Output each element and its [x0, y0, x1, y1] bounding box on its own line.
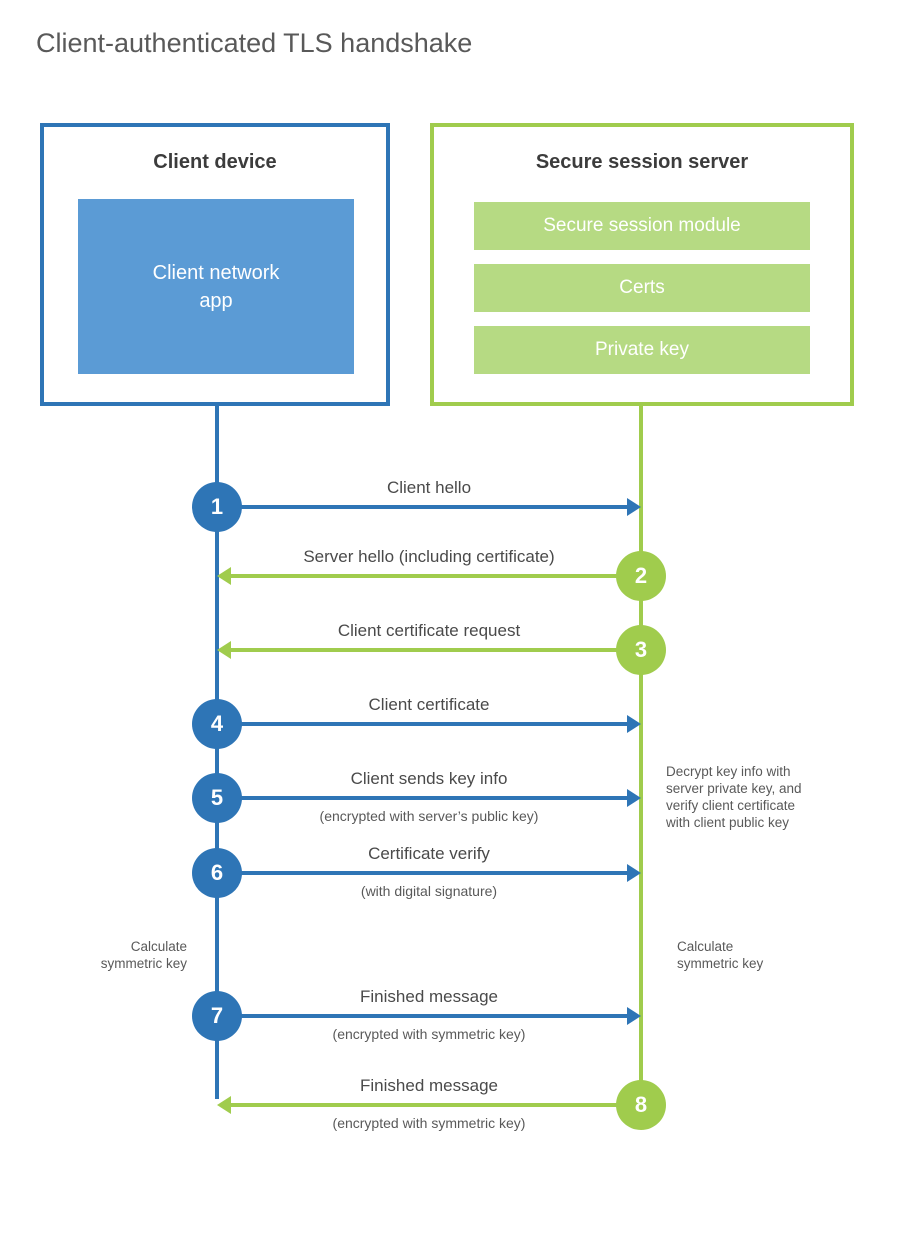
step-6-sublabel: (with digital signature): [360, 883, 498, 899]
step-2-arrow-line: [230, 574, 641, 578]
step-8-label: Finished message: [360, 1076, 498, 1095]
step-6-arrow-line: [217, 871, 629, 875]
step-3-number-badge: 3: [616, 625, 666, 675]
client-network-app-box: Client network app: [78, 199, 354, 374]
step-1-label: Client hello: [386, 478, 472, 497]
step-4-number-badge: 4: [192, 699, 242, 749]
step-8-arrowhead-icon: [217, 1096, 231, 1114]
step-7-sublabel: (encrypted with symmetric key): [332, 1026, 526, 1042]
step-2-label: Server hello (including certificate): [303, 547, 555, 566]
step-1-arrowhead-icon: [627, 498, 641, 516]
step-5-sublabel: (encrypted with server’s public key): [319, 808, 539, 824]
step-5-arrowhead-icon: [627, 789, 641, 807]
client-lifeline: [215, 405, 219, 1099]
step-4-arrow-line: [217, 722, 629, 726]
step-2-number-badge: 2: [616, 551, 666, 601]
step-6-arrowhead-icon: [627, 864, 641, 882]
step-8-arrow-line: [230, 1103, 641, 1107]
page-title: Client-authenticated TLS handshake: [36, 28, 473, 58]
server-lifeline: [639, 405, 643, 1106]
step-5-label: Client sends key info: [350, 769, 508, 788]
step-7-arrow-line: [217, 1014, 629, 1018]
step-6-number-badge: 6: [192, 848, 242, 898]
step-5-number-badge: 5: [192, 773, 242, 823]
step-6-label: Certificate verify: [368, 844, 490, 863]
step-3-arrowhead-icon: [217, 641, 231, 659]
step-7-label: Finished message: [360, 987, 498, 1006]
step-5-arrow-line: [217, 796, 629, 800]
server-module-secure-session: Secure session module: [474, 202, 810, 250]
step-7-arrowhead-icon: [627, 1007, 641, 1025]
calculate-symmetric-key-client: Calculate symmetric key: [100, 939, 187, 971]
step-2-arrowhead-icon: [217, 567, 231, 585]
server-module-private-key: Private key: [474, 326, 810, 374]
step-3-label: Client certificate request: [337, 621, 521, 640]
step-1-arrow-line: [217, 505, 629, 509]
step-1-number-badge: 1: [192, 482, 242, 532]
step-8-sublabel: (encrypted with symmetric key): [332, 1115, 526, 1131]
calculate-symmetric-key-server: Calculate symmetric key: [677, 939, 764, 971]
secure-session-server-title: Secure session server: [535, 151, 749, 173]
step-3-arrow-line: [230, 648, 641, 652]
step-8-number-badge: 8: [616, 1080, 666, 1130]
server-module-certs: Certs: [474, 264, 810, 312]
step-7-number-badge: 7: [192, 991, 242, 1041]
step-4-arrowhead-icon: [627, 715, 641, 733]
client-device-title: Client device: [153, 151, 277, 173]
decrypt-key-note: Decrypt key info with server private key…: [666, 764, 802, 830]
step-4-label: Client certificate: [368, 695, 490, 714]
